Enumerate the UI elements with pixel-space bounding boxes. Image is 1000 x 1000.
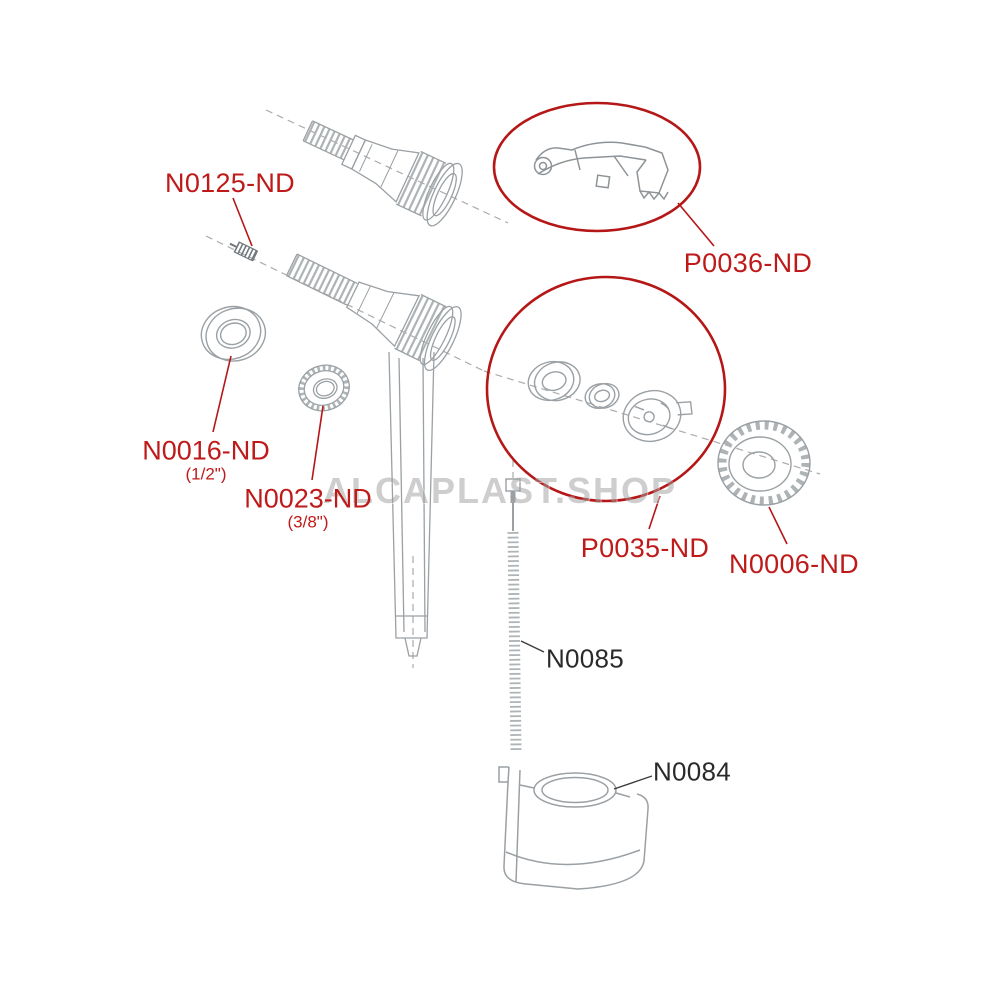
washer-part-n0023 [298,364,350,412]
fill-valve-assembled [302,120,463,227]
label-n0016-nd: N0016-ND (1/2") [142,435,270,486]
washer-part-n0016 [200,305,267,362]
leader-n0023 [311,405,324,481]
label-p0036-nd: P0036-ND [683,247,813,278]
callout-ellipse-p0036 [492,101,702,233]
cap-nut-part-n0006 [717,420,811,506]
label-n0023-id: N0023-ND [244,483,372,514]
leader-n0084 [613,775,653,790]
piston-part [622,389,693,443]
label-n0016-size: (1/2") [185,464,227,484]
leader-p0035 [648,495,661,530]
leader-p0036 [677,202,715,247]
label-n0125-nd: N0125-ND [165,167,295,198]
label-n0084: N0084 [652,756,732,787]
label-p0035-nd: P0035-ND [580,532,710,563]
leader-n0125 [232,197,253,247]
seal-ring-part [527,360,581,402]
float-cup-part-n0084 [498,766,649,890]
membrane-part [584,382,620,409]
threaded-rod-n0085 [505,478,522,751]
bracket-part-p0036 [533,141,669,201]
leader-n0006 [768,506,788,545]
valve-outlet-tube [388,351,435,657]
pin-part-n0125 [229,241,259,262]
label-n0085: N0085 [545,643,625,674]
label-n0023-nd: N0023-ND (3/8") [244,483,372,534]
fill-valve-exploded [285,253,462,371]
label-n0023-size: (3/8") [287,512,329,532]
leader-n0016 [212,355,232,433]
label-n0016-id: N0016-ND [142,435,270,466]
label-n0006-nd: N0006-ND [729,548,859,579]
callout-ellipse-p0035 [485,275,727,503]
watermark-text: ALCAPLAST.SHOP [322,470,678,511]
leader-n0085 [520,640,545,653]
